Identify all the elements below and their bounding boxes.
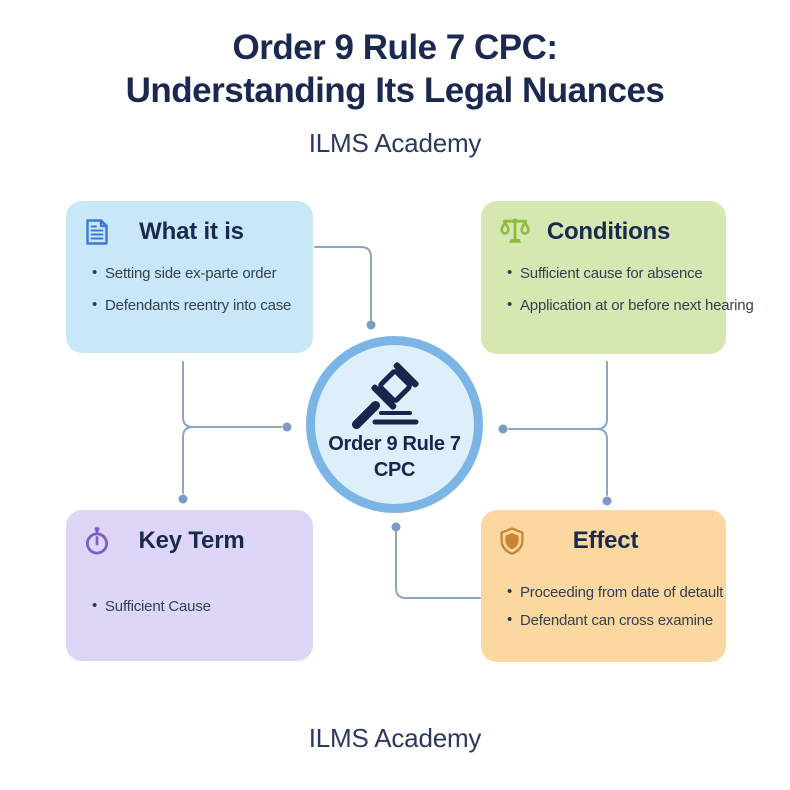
connector-left-upper — [182, 361, 282, 428]
gavel-icon — [350, 358, 440, 430]
bullet-list: Proceeding from date of detault Defendan… — [481, 583, 726, 629]
connector-right-upper — [508, 361, 608, 430]
stopwatch-icon — [82, 526, 112, 556]
center-label-line2: CPC — [373, 459, 416, 481]
bullet-item: Sufficient Cause — [92, 597, 313, 615]
connector-top — [314, 246, 372, 321]
scales-icon — [497, 217, 533, 247]
center-label-line1: Order 9 Rule 7 — [328, 433, 461, 455]
footer-brand: ILMS Academy — [308, 723, 482, 753]
center-node: Order 9 Rule 7 CPC — [306, 336, 483, 513]
card-key-term: Key Term Sufficient Cause — [66, 510, 313, 661]
connector-bottom — [395, 531, 481, 599]
card-title: What it is — [139, 218, 244, 245]
connector-left-lower — [182, 426, 194, 494]
bullet-item: Setting side ex-parte order — [92, 264, 313, 282]
bullet-item: Sufficient cause for absence — [507, 264, 726, 282]
page-title-line2: Understanding Its Legal Nuances — [125, 71, 665, 110]
card-header: What it is — [66, 201, 313, 247]
document-icon — [82, 217, 112, 247]
card-header: Key Term — [66, 510, 313, 556]
card-header: Conditions — [481, 201, 726, 247]
subtitle-brand: ILMS Academy — [308, 128, 482, 158]
card-what-it-is: What it is Setting side ex-parte order D… — [66, 201, 313, 353]
card-title: Conditions — [546, 218, 671, 245]
center-label: Order 9 Rule 7 CPC — [328, 431, 461, 483]
bullet-item: Application at or before next hearing — [507, 296, 754, 314]
shield-icon — [497, 526, 527, 556]
card-title: Key Term — [138, 527, 245, 554]
card-header: Effect — [481, 510, 726, 556]
bullet-list: Sufficient Cause — [66, 597, 313, 615]
page-title-line1: Order 9 Rule 7 CPC: — [232, 28, 558, 67]
bullet-list: Setting side ex-parte order Defendants r… — [66, 264, 313, 314]
bullet-item: Defendants reentry into case — [92, 296, 313, 314]
card-title: Effect — [572, 527, 639, 554]
card-effect: Effect Proceeding from date of detault D… — [481, 510, 726, 662]
bullet-item: Defendant can cross examine — [507, 611, 726, 629]
card-conditions: Conditions Sufficient cause for absence … — [481, 201, 754, 354]
bullet-item: Proceeding from date of detault — [507, 583, 726, 601]
page-title: Order 9 Rule 7 CPC: Understanding Its Leg… — [0, 26, 790, 112]
bullet-list: Sufficient cause for absence Application… — [481, 264, 754, 314]
connector-right-lower — [596, 428, 608, 496]
